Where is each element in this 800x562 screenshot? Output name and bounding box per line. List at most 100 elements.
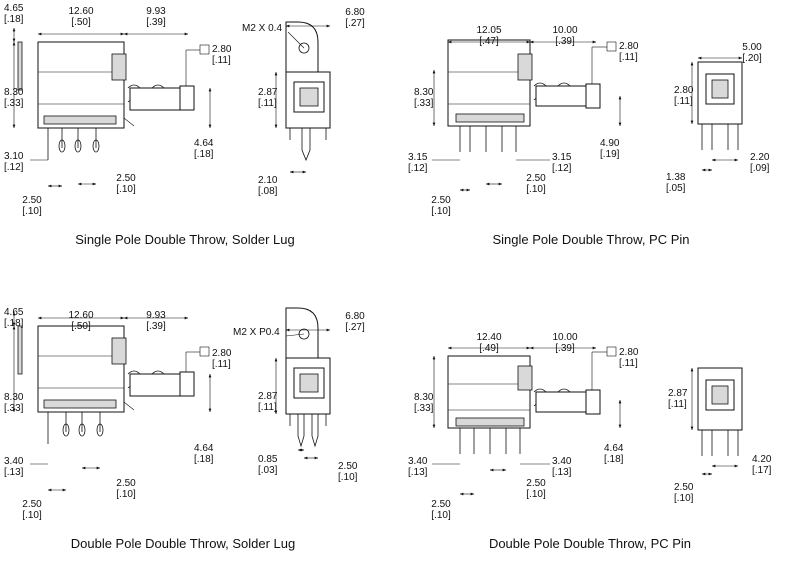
body-height-mm: 8.30 [414,392,434,403]
plunger-dia-square-symbol [606,41,617,52]
end-width-inch: [.27] [345,322,365,333]
left-offset-inch: [.13] [4,467,24,478]
lug-offset-inch: [.03] [258,465,278,476]
caption-dpdt-solder-lug: Double Pole Double Throw, Solder Lug [71,536,296,551]
thread-leader [285,333,305,337]
right-offset-mm: 3.15 [552,152,572,163]
pin-pitch-b-mm: 2.50 [116,173,136,184]
side-view [17,325,195,444]
body-length-inch: [.47] [479,36,499,47]
panel-spdt-pc-pin [447,39,743,152]
plunger-dia-square-symbol [199,44,210,55]
pin-offset-mm: 2.50 [674,482,694,493]
pin-pitch-a-inch: [.10] [22,206,42,217]
body-length-inch: [.49] [479,343,499,354]
end-view [697,367,743,456]
pin-pitch-b-mm: 2.50 [526,478,546,489]
pin-pitch-b-inch: [.10] [526,489,546,500]
right-offset-inch: [.13] [552,467,572,478]
end-view [697,61,743,150]
pin-pitch-b-mm: 2.50 [526,173,546,184]
plunger-travel-mm: 10.00 [552,25,577,36]
lug-offset-mm: 2.10 [258,175,278,186]
left-offset-mm: 3.40 [4,456,24,467]
pin-spacing-mm: 2.50 [338,461,358,472]
center-height-inch: [.11] [258,402,277,413]
plunger-travel-mm: 9.93 [146,6,166,17]
center-height-mm: 2.87 [258,391,278,402]
plunger-travel-inch: [.39] [146,17,166,28]
end-width-inch: [.20] [742,53,762,64]
pin-pitch-a-mm: 2.50 [431,195,451,206]
top-height-mm: 4.65 [4,3,24,14]
center-height-mm: 2.87 [668,388,688,399]
pin-spacing-inch: [.17] [752,465,772,476]
panel-dpdt-pc-pin [447,355,743,456]
plunger-dia-mm: 2.80 [619,347,639,358]
body-length-mm: 12.40 [476,332,501,343]
end-width-mm: 6.80 [345,7,365,18]
right-offset-inch: [.12] [552,163,572,174]
plunger-height-inch: [.18] [194,454,214,465]
center-height-mm: 2.80 [674,85,694,96]
left-offset-inch: [.13] [408,467,428,478]
thread-leader [287,31,305,49]
pin-pitch-a-mm: 2.50 [22,499,42,510]
pin-pitch-a-inch: [.10] [431,206,451,217]
end-view [285,21,331,162]
pin-offset-inch: [.05] [666,183,686,194]
body-length-inch: [.50] [71,321,91,332]
pin-offset-inch: [.10] [674,493,694,504]
plunger-height-inch: [.19] [600,149,620,160]
side-view [17,41,195,160]
pin-pitch-b-inch: [.10] [116,489,136,500]
panel-spdt-solder-lug [17,21,331,162]
pin-spacing-inch: [.09] [750,163,770,174]
body-height-mm: 8.30 [414,87,434,98]
plunger-dia-mm: 2.80 [619,41,639,52]
pin-offset-mm: 1.38 [666,172,686,183]
plunger-height-mm: 4.90 [600,138,620,149]
body-height-inch: [.33] [414,403,434,414]
center-height-inch: [.11] [258,98,277,109]
pin-spacing-mm: 2.20 [750,152,770,163]
plunger-dia-inch: [.11] [619,52,638,63]
end-width-inch: [.27] [345,18,365,29]
end-view [285,307,331,448]
plunger-dia-square-symbol [606,346,617,357]
body-length-mm: 12.60 [68,6,93,17]
pin-pitch-a-mm: 2.50 [431,499,451,510]
body-length-inch: [.50] [71,17,91,28]
plunger-height-mm: 4.64 [194,138,214,149]
center-height-inch: [.11] [674,96,693,107]
end-width-mm: 6.80 [345,311,365,322]
pin-spacing-inch: [.10] [338,472,358,483]
left-offset-mm: 3.15 [408,152,428,163]
top-height-inch: [.18] [4,14,24,25]
plunger-dia-mm: 2.80 [212,44,232,55]
right-offset-mm: 3.40 [552,456,572,467]
plunger-travel-inch: [.39] [555,343,575,354]
body-length-mm: 12.60 [68,310,93,321]
left-offset-mm: 3.40 [408,456,428,467]
plunger-height-mm: 4.64 [194,443,214,454]
pin-pitch-b-mm: 2.50 [116,478,136,489]
pin-pitch-b-inch: [.10] [116,184,136,195]
plunger-dia-inch: [.11] [619,358,638,369]
thread-size: M2 X P0.4 [233,327,280,338]
pin-spacing-mm: 4.20 [752,454,772,465]
plunger-height-inch: [.18] [604,454,624,465]
pin-pitch-a-mm: 2.50 [22,195,42,206]
center-height-inch: [.11] [668,399,687,410]
plunger-travel-inch: [.39] [555,36,575,47]
plunger-dia-square-symbol [199,346,210,357]
lug-offset-inch: [.08] [258,186,278,197]
plunger-height-mm: 4.64 [604,443,624,454]
pin-pitch-b-inch: [.10] [526,184,546,195]
side-view [447,39,601,152]
dimension-annotations: 4.65[.18]12.60[.50]9.93[.39]2.80[.11]8.3… [4,3,772,521]
plunger-travel-mm: 10.00 [552,332,577,343]
